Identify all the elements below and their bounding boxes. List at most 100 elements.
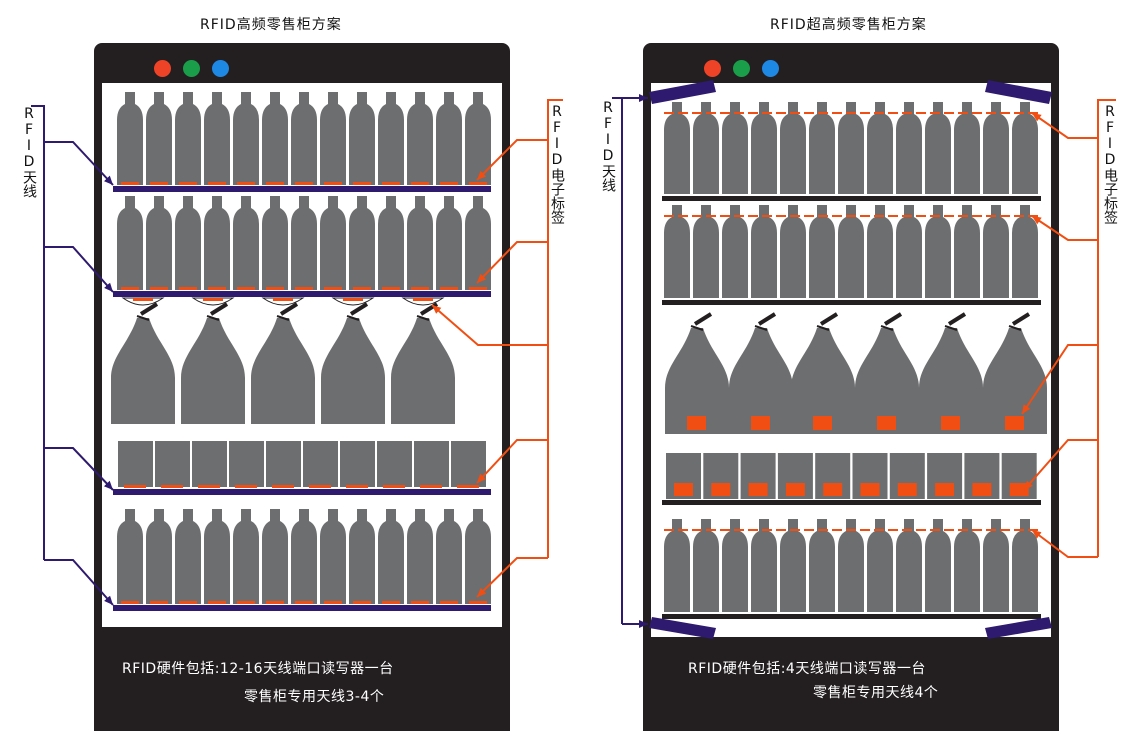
bag-product — [855, 328, 919, 434]
corner-antenna — [985, 617, 1052, 639]
rfid-tag — [266, 287, 284, 290]
bottle — [809, 102, 835, 194]
hanging-bag — [321, 318, 385, 424]
bottle — [291, 196, 317, 290]
bottle — [693, 102, 719, 194]
rfid-tag — [440, 182, 458, 185]
bottle — [349, 92, 375, 185]
shelf — [662, 196, 1041, 201]
bottle — [407, 509, 433, 604]
rfid-tag — [353, 182, 371, 185]
bottle — [117, 196, 143, 290]
rfid-tag — [324, 287, 342, 290]
rfid-tag — [266, 182, 284, 185]
bottle — [117, 92, 143, 185]
rfid-tag — [972, 483, 992, 496]
product-box — [303, 441, 338, 487]
rfid-tag — [179, 601, 197, 604]
corner-antenna — [985, 80, 1052, 104]
rfid-tag — [179, 182, 197, 185]
rfid-tag — [266, 601, 284, 604]
bottle — [262, 509, 288, 604]
bottle — [925, 205, 951, 298]
rfid-tag — [440, 287, 458, 290]
antenna-bus-line — [31, 105, 45, 560]
rfid-tag — [272, 485, 294, 488]
tag-arrow — [1021, 344, 1098, 415]
rfid-tag — [457, 485, 479, 488]
left-footer-line2: 零售柜专用天线3-4个 — [244, 689, 385, 705]
bottle — [233, 92, 259, 185]
right-diagram — [612, 80, 1116, 639]
right-footer-line1: RFID硬件包括:4天线端口读写器一台 — [688, 661, 926, 677]
bag-clip — [883, 312, 903, 326]
rfid-tag — [324, 182, 342, 185]
bottle — [722, 205, 748, 298]
shelf-antenna — [113, 291, 491, 297]
rfid-tag — [748, 483, 768, 496]
bottle — [751, 102, 777, 194]
bottle — [780, 205, 806, 298]
bottle — [867, 205, 893, 298]
rfid-tag — [751, 416, 770, 430]
rfid-tag — [295, 182, 313, 185]
corner-antenna — [649, 617, 716, 639]
left-led-red — [154, 60, 171, 77]
bag-hook — [416, 315, 430, 321]
bottle — [896, 205, 922, 298]
bottle — [262, 92, 288, 185]
rfid-tag — [411, 287, 429, 290]
rfid-tag — [382, 287, 400, 290]
bottle — [693, 519, 719, 612]
bag-clip — [279, 302, 299, 316]
bottle — [349, 196, 375, 290]
corner-antenna — [649, 80, 716, 104]
rfid-tag — [124, 485, 146, 488]
left-diagram — [31, 92, 563, 611]
antenna-arrow — [44, 559, 114, 606]
left-title: RFID高频零售柜方案 — [200, 17, 342, 33]
rfid-tag — [237, 287, 255, 290]
bottle — [175, 196, 201, 290]
bottle — [407, 196, 433, 290]
left-led-green — [183, 60, 200, 77]
rfid-tag — [353, 287, 371, 290]
rfid-tag — [935, 483, 955, 496]
bottle — [838, 519, 864, 612]
tag-arrow — [476, 139, 548, 181]
rfid-tag — [208, 287, 226, 290]
bottle — [291, 509, 317, 604]
bag-hook — [880, 325, 894, 331]
right-tag-label: RFID电子标签 — [1102, 104, 1118, 224]
bottle — [664, 205, 690, 298]
bottle — [204, 509, 230, 604]
rfid-tag — [179, 287, 197, 290]
rfid-tag — [711, 483, 731, 496]
bottle — [175, 509, 201, 604]
product-box — [377, 441, 412, 487]
bottle — [664, 102, 690, 194]
tag-arrow — [1031, 215, 1098, 241]
rfid-tag — [674, 483, 693, 496]
bottle — [117, 509, 143, 604]
shelf-antenna — [113, 605, 491, 611]
antenna-arrow — [44, 141, 114, 186]
bag-clip — [209, 302, 229, 316]
bottle — [780, 102, 806, 194]
shelf — [662, 500, 1041, 505]
tag-arrow — [476, 439, 548, 484]
rfid-tag — [440, 601, 458, 604]
rfid-tag — [150, 182, 168, 185]
bag-clip — [139, 302, 159, 316]
bottle — [175, 92, 201, 185]
rfid-tag — [411, 601, 429, 604]
bag-product — [791, 328, 855, 434]
rfid-tag — [823, 483, 843, 496]
bottle — [722, 519, 748, 612]
right-antenna-label: RFID天线 — [600, 100, 616, 192]
bottle — [838, 102, 864, 194]
bottle — [262, 196, 288, 290]
rfid-tag — [469, 182, 487, 185]
bottle — [204, 92, 230, 185]
rfid-tag — [353, 601, 371, 604]
